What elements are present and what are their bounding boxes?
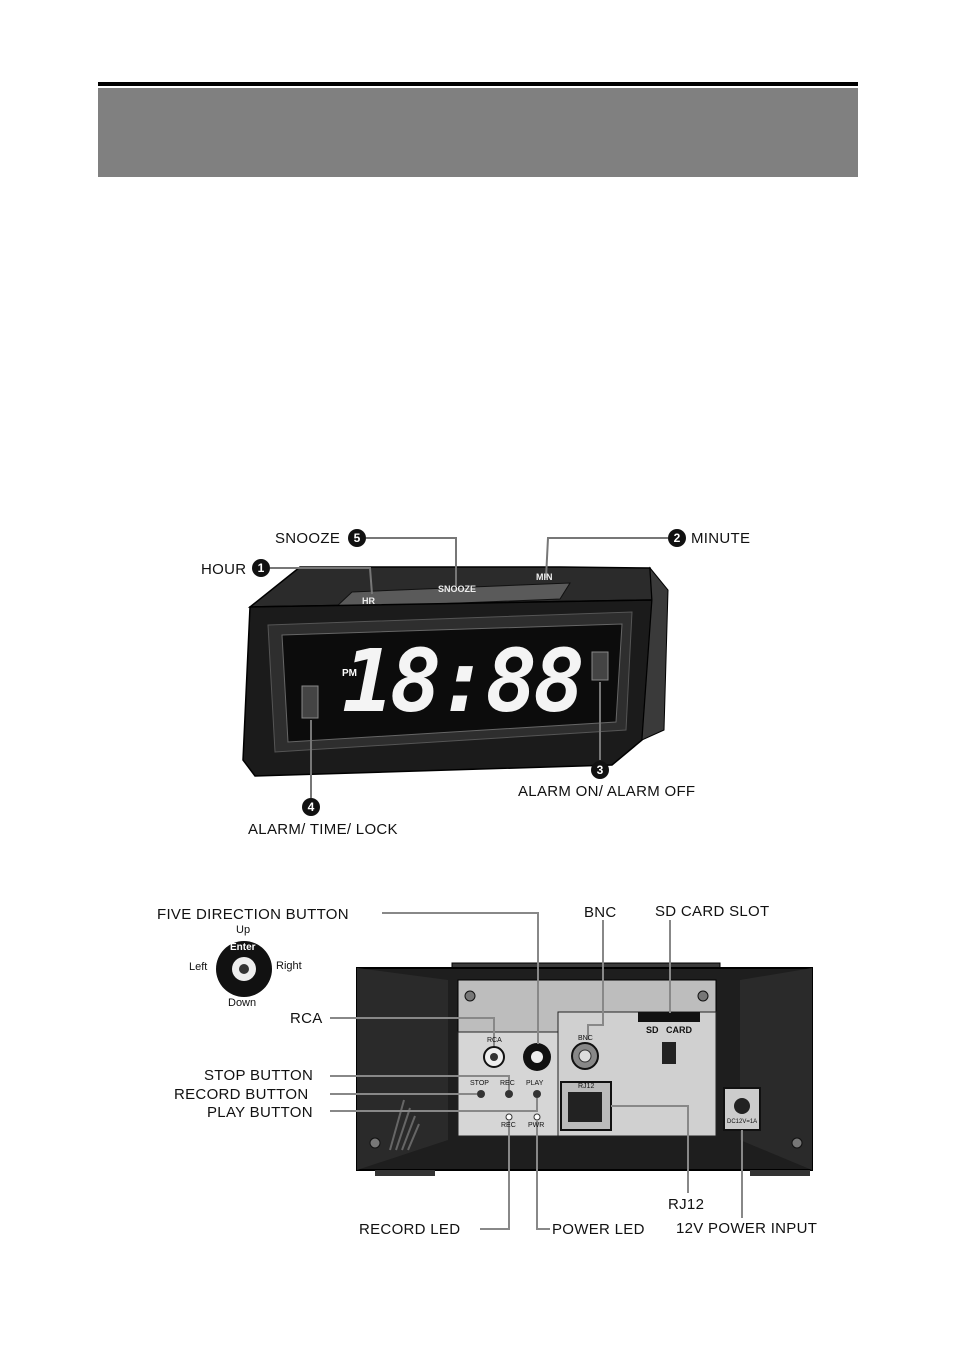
callout-number-5: 5 <box>348 529 366 547</box>
direction-up-label: Up <box>236 924 251 936</box>
play-button-label: PLAY BUTTON <box>207 1104 313 1121</box>
min-button[interactable]: MIN <box>536 572 553 582</box>
power-input-label: 12V POWER INPUT <box>676 1220 818 1237</box>
panel-rj12-text: RJ12 <box>578 1083 595 1090</box>
direction-enter-label: Enter <box>230 942 256 953</box>
alarm-time-lock-label: ALARM/ TIME/ LOCK <box>248 821 398 838</box>
record-led-label: RECORD LED <box>359 1221 461 1238</box>
bnc-callout-label: BNC <box>584 904 617 921</box>
time-display: 18:88 <box>342 632 585 732</box>
panel-play-text: PLAY <box>526 1080 544 1087</box>
alarm-on-off-label: ALARM ON/ ALARM OFF <box>518 783 696 800</box>
panel-rca-text: RCA <box>487 1037 502 1044</box>
callout-number-4: 4 <box>302 798 320 816</box>
header-rule <box>98 82 858 86</box>
panel-pwr-led-text: PWR <box>528 1122 545 1129</box>
rca-callout-label: RCA <box>290 1010 323 1027</box>
five-direction-label: FIVE DIRECTION BUTTON <box>157 906 349 923</box>
direction-right-label: Right <box>276 960 302 972</box>
panel-bnc-text: BNC <box>578 1035 593 1042</box>
rj12-callout-label: RJ12 <box>668 1196 705 1213</box>
direction-left-label: Left <box>189 961 208 973</box>
panel-dc-text: DC12V=1A <box>727 1119 758 1125</box>
pm-indicator: PM <box>342 668 357 679</box>
hr-button[interactable]: HR <box>362 596 375 606</box>
direction-down-label: Down <box>228 997 257 1009</box>
panel-stop-text: STOP <box>470 1080 489 1087</box>
stop-button-label: STOP BUTTON <box>204 1067 314 1084</box>
callout-number-1: 1 <box>252 559 270 577</box>
callout-number-3: 3 <box>591 761 609 779</box>
record-button-label: RECORD BUTTON <box>174 1086 309 1103</box>
panel-rec-text: REC <box>500 1080 515 1087</box>
hour-label: HOUR <box>201 561 247 578</box>
minute-label: MINUTE <box>691 530 751 547</box>
power-led-label: POWER LED <box>552 1221 645 1238</box>
panel-rec-led-text: REC <box>501 1122 516 1129</box>
header-banner <box>98 88 858 177</box>
panel-sd-card-text: SD CARD <box>646 1025 693 1035</box>
snooze-label: SNOOZE <box>275 530 341 547</box>
snooze-button[interactable]: SNOOZE <box>438 584 477 594</box>
sd-card-slot-label: SD CARD SLOT <box>655 903 770 920</box>
callout-number-2: 2 <box>668 529 686 547</box>
